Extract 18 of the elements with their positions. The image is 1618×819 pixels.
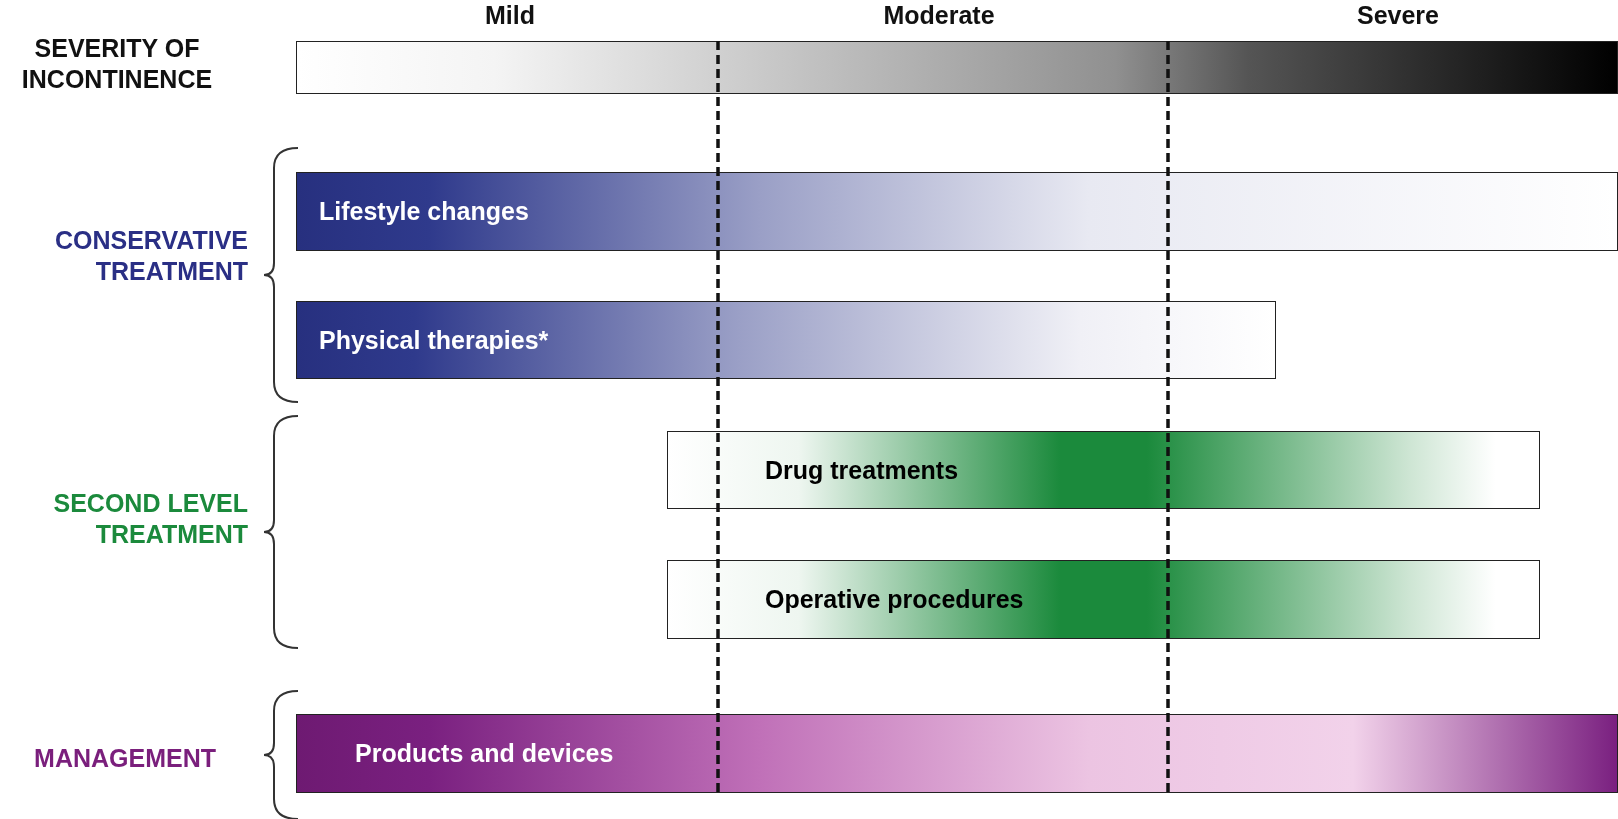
group-heading: SECOND LEVEL TREATMENT: [52, 488, 248, 550]
bar-label: Operative procedures: [765, 585, 1024, 614]
bar-label: Products and devices: [355, 739, 614, 768]
group-heading: MANAGEMENT: [33, 743, 216, 774]
bar-label: Physical therapies*: [319, 325, 549, 355]
row-heading: SEVERITY OF INCONTINENCE: [20, 33, 214, 95]
treatment-bar: [667, 431, 1540, 509]
column-heading: Moderate: [882, 0, 996, 31]
group-heading: CONSERVATIVE TREATMENT: [53, 225, 248, 287]
bar-label: Lifestyle changes: [319, 197, 529, 226]
treatment-bar: [667, 560, 1540, 639]
treatment-bar: [296, 301, 1276, 379]
treatment-bar: [296, 172, 1618, 251]
severity-gradient-bar: [296, 41, 1618, 94]
column-heading: Mild: [484, 0, 536, 31]
bar-label: Drug treatments: [765, 455, 959, 485]
treatment-bar: [296, 714, 1618, 793]
column-heading: Severe: [1356, 0, 1440, 31]
